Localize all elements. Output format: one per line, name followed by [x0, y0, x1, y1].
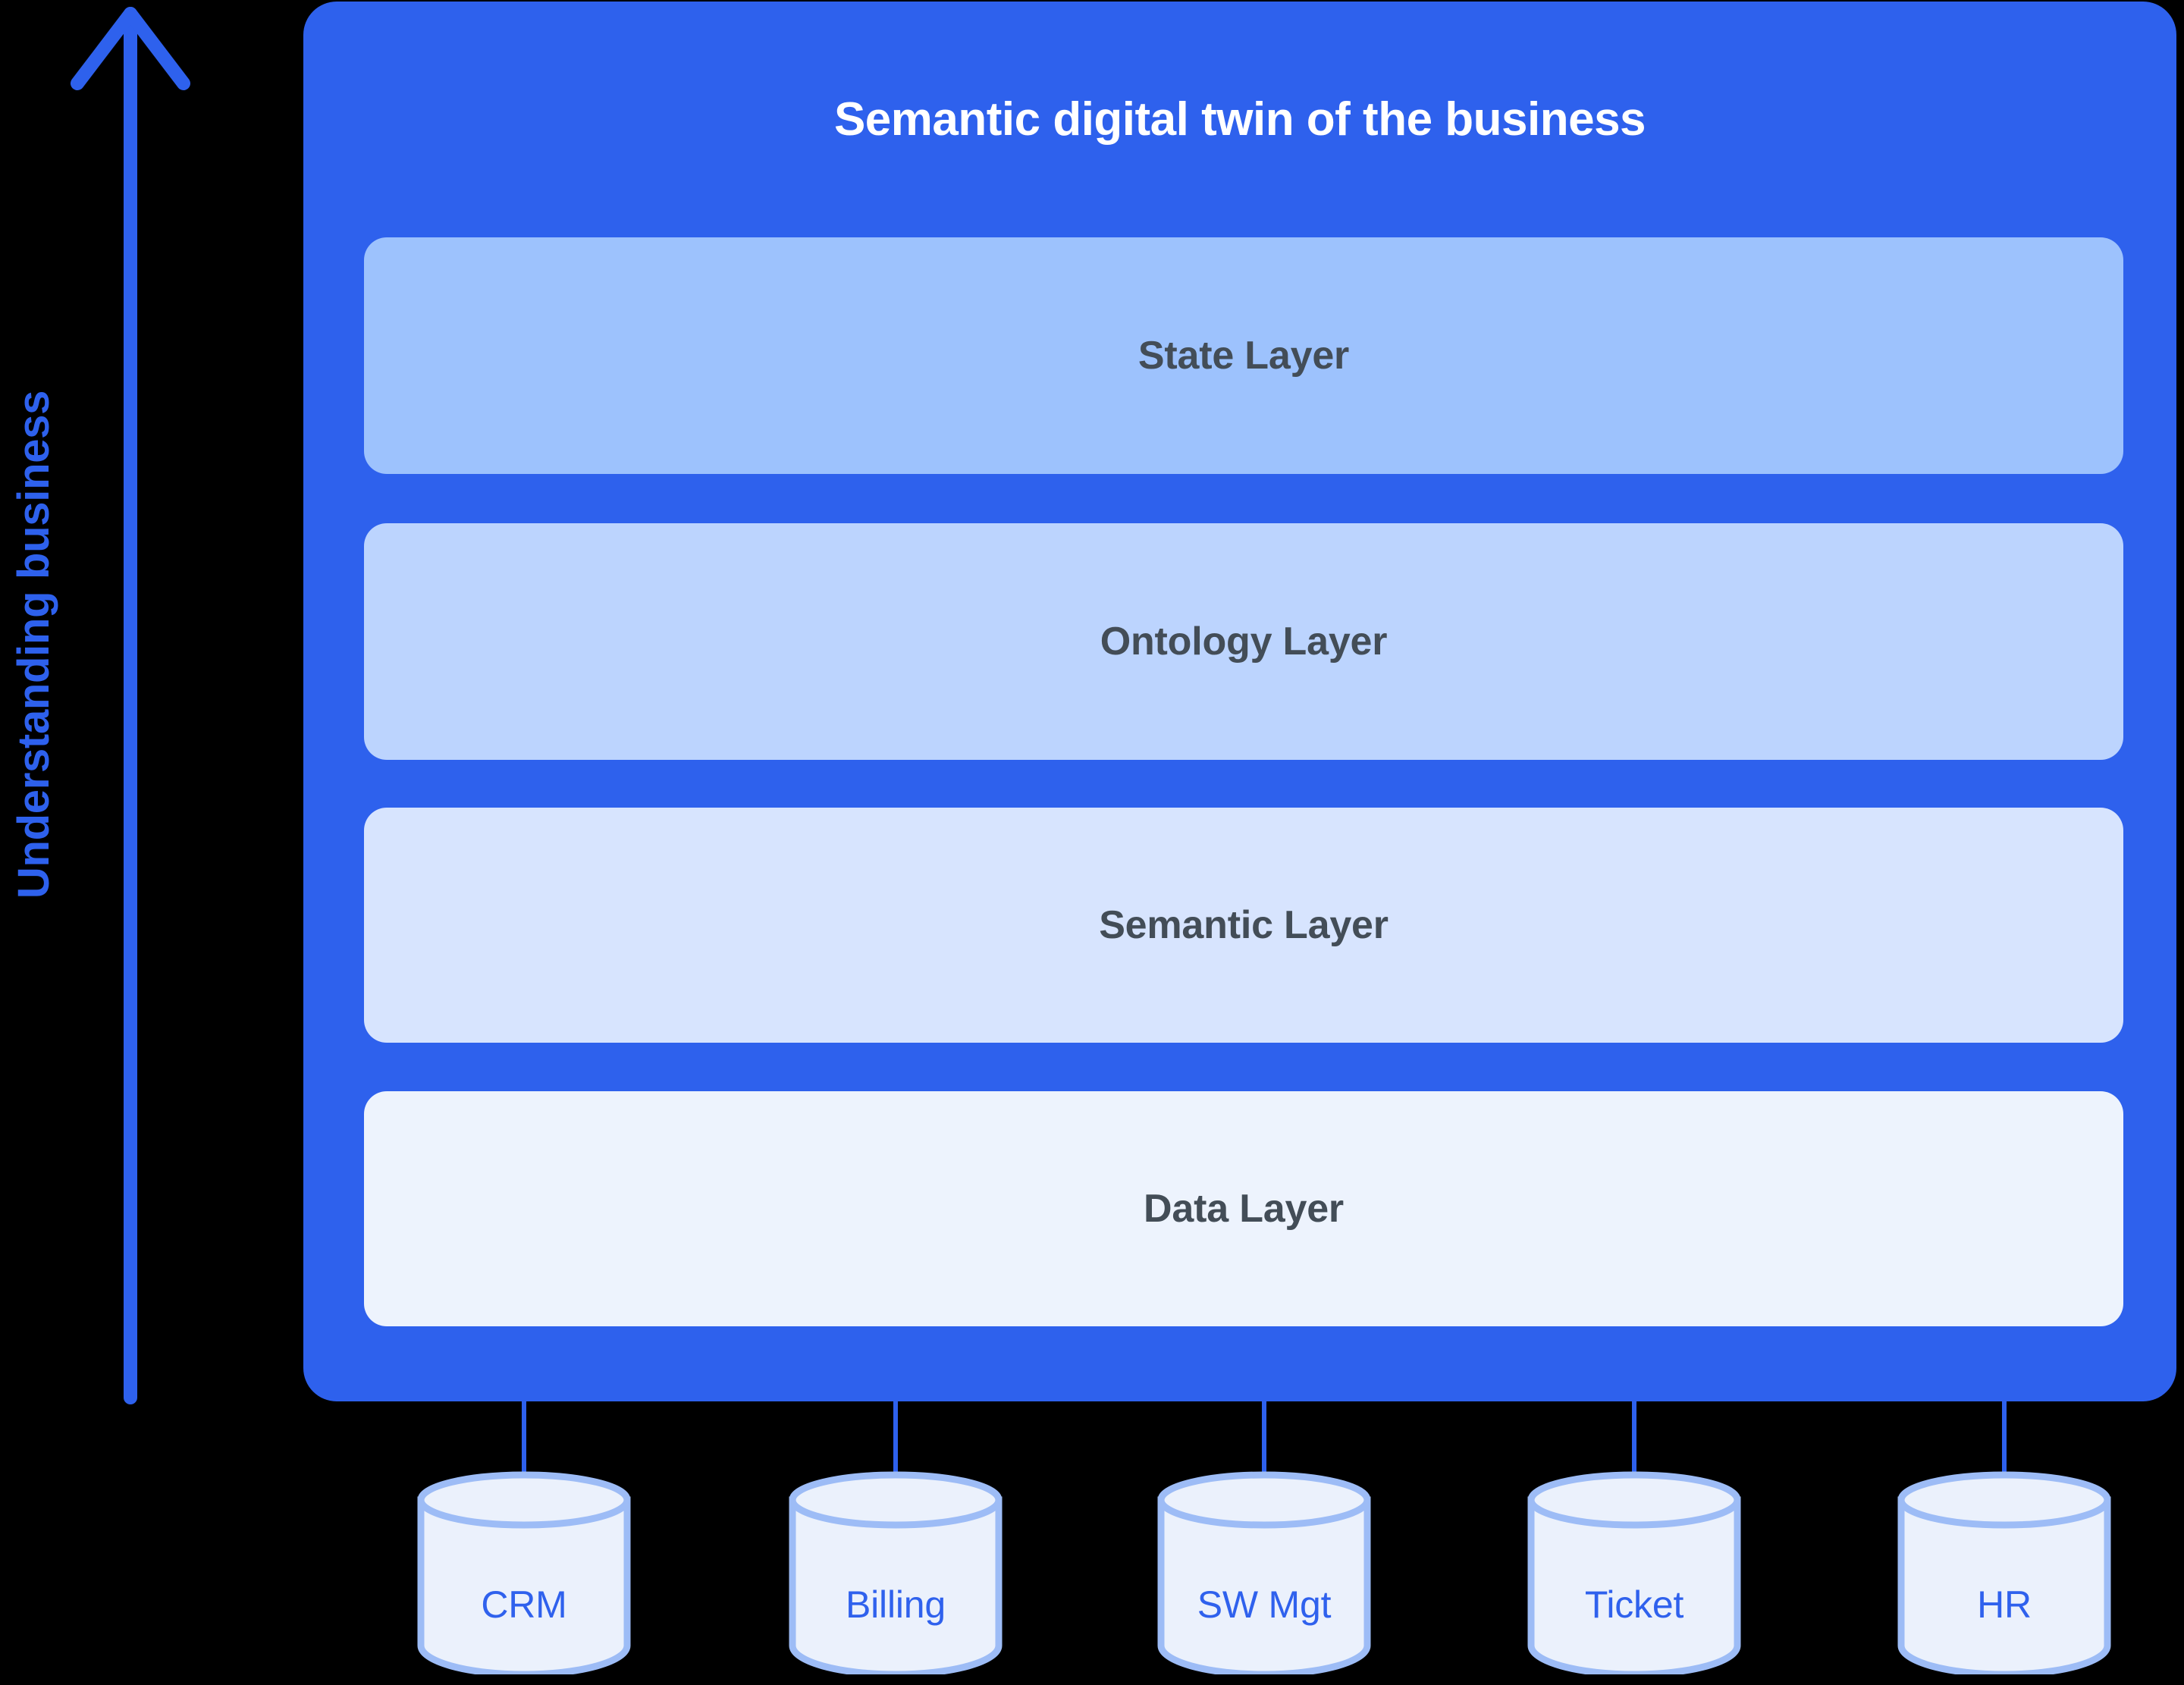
semantic-digital-twin-panel: Semantic digital twin of the business St…	[303, 2, 2176, 1401]
source-cylinder-swmgt[interactable]: SW Mgt	[1154, 1471, 1374, 1674]
up-arrow-icon	[71, 7, 190, 1404]
understanding-axis: Understanding business	[0, 0, 303, 1410]
layer-semantic[interactable]: Semantic Layer	[364, 808, 2123, 1043]
database-cylinder-icon	[1897, 1471, 2111, 1674]
page-title: Semantic digital twin of the business	[833, 93, 1646, 146]
connector-line-billing	[893, 1401, 898, 1494]
layer-data[interactable]: Data Layer	[364, 1091, 2123, 1326]
layer-data-label: Data Layer	[1144, 1187, 1344, 1231]
layer-ontology-label: Ontology Layer	[1100, 620, 1388, 664]
source-cylinder-crm-label: CRM	[481, 1583, 567, 1626]
connector-line-hr	[2002, 1401, 2007, 1494]
source-cylinder-ticket[interactable]: Ticket	[1524, 1471, 1744, 1674]
source-cylinder-swmgt-label: SW Mgt	[1197, 1583, 1332, 1626]
source-cylinder-crm[interactable]: CRM	[414, 1471, 634, 1674]
database-cylinder-icon	[1157, 1471, 1371, 1674]
layer-ontology[interactable]: Ontology Layer	[364, 523, 2123, 760]
source-cylinder-ticket-label: Ticket	[1584, 1583, 1684, 1626]
source-cylinder-billing-label: Billing	[846, 1583, 946, 1626]
database-cylinder-icon	[417, 1471, 631, 1674]
source-cylinder-billing[interactable]: Billing	[786, 1471, 1006, 1674]
connector-line-swmgt	[1262, 1401, 1266, 1494]
source-cylinder-hr[interactable]: HR	[1894, 1471, 2114, 1674]
axis-caption-label: Understanding business	[9, 390, 58, 899]
connector-line-ticket	[1632, 1401, 1636, 1494]
database-cylinder-icon	[1527, 1471, 1741, 1674]
connector-line-crm	[522, 1401, 526, 1494]
layer-state-label: State Layer	[1138, 334, 1350, 378]
layer-semantic-label: Semantic Layer	[1099, 903, 1389, 947]
source-cylinder-hr-label: HR	[1977, 1583, 2032, 1626]
database-cylinder-icon	[789, 1471, 1003, 1674]
layer-state[interactable]: State Layer	[364, 237, 2123, 474]
